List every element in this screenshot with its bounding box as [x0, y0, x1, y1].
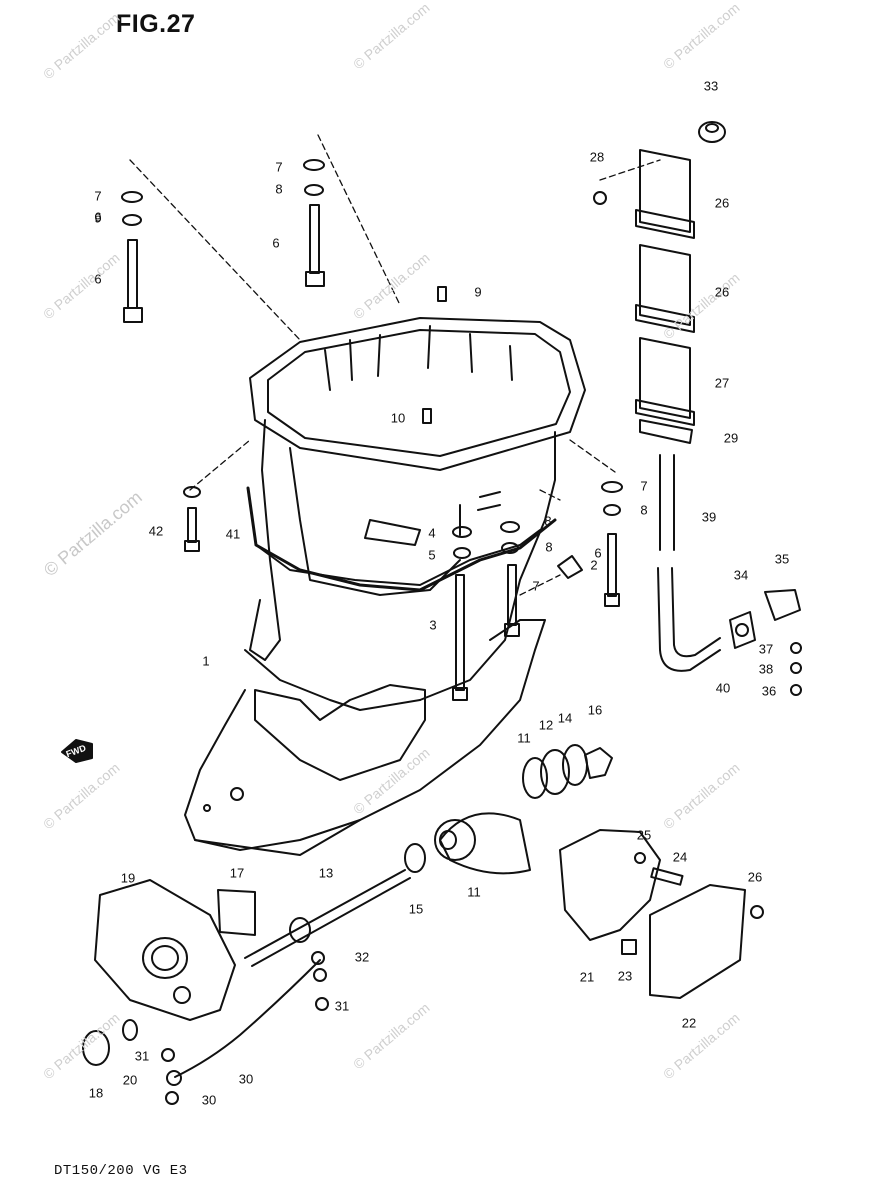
callout-label-4: 4: [428, 525, 436, 541]
callout-label-11: 11: [517, 730, 531, 746]
callout-label-18: 18: [88, 1085, 104, 1101]
callout-label-31: 31: [334, 998, 350, 1014]
callout-label-26: 26: [714, 195, 730, 211]
callout-label-42: 42: [148, 523, 164, 539]
callout-label-25: 25: [636, 827, 652, 843]
bolt-set-top: [303, 159, 325, 287]
water-inlet-plates: [635, 149, 695, 444]
callout-label-36: 36: [761, 683, 777, 699]
callout-label-9: 9: [94, 210, 102, 226]
callout-label-38: 38: [758, 661, 774, 677]
callout-label-26: 26: [714, 284, 730, 300]
callout-label-8: 8: [275, 181, 283, 197]
callout-label-2: 2: [590, 557, 598, 573]
callout-label-7: 7: [640, 478, 648, 494]
callout-label-5: 5: [428, 547, 436, 563]
callout-label-22: 22: [681, 1015, 697, 1031]
callout-label-10: 10: [390, 410, 406, 426]
bolt-set-left: [121, 191, 143, 323]
callout-label-24: 24: [672, 849, 688, 865]
callout-label-6: 6: [94, 271, 102, 287]
callout-label-21: 21: [579, 969, 595, 985]
callout-label-39: 39: [701, 509, 717, 525]
callout-label-7: 7: [532, 578, 540, 594]
callout-label-6: 6: [272, 235, 280, 251]
callout-label-28: 28: [589, 149, 605, 165]
callout-label-30: 30: [238, 1071, 254, 1087]
callout-label-37: 37: [758, 641, 774, 657]
callout-label-9: 9: [474, 284, 482, 300]
callout-label-29: 29: [723, 430, 739, 446]
callout-label-20: 20: [122, 1072, 138, 1088]
callout-label-31: 31: [134, 1048, 150, 1064]
callout-label-40: 40: [715, 680, 731, 696]
callout-label-35: 35: [774, 551, 790, 567]
callout-label-14: 14: [557, 710, 573, 726]
callout-label-3: 3: [429, 617, 437, 633]
callout-label-7: 7: [94, 188, 102, 204]
figure-title: FIG.27: [116, 10, 196, 38]
callout-label-13: 13: [318, 865, 334, 881]
callout-label-27: 27: [714, 375, 730, 391]
callout-label-15: 15: [408, 901, 424, 917]
bracket-20: [559, 829, 661, 941]
callout-label-12: 12: [538, 717, 554, 733]
callout-label-30: 30: [201, 1092, 217, 1108]
rubber-mount-10: [434, 812, 531, 875]
callout-label-6: 6: [94, 209, 102, 225]
drive-shaft-housing: [184, 317, 586, 856]
callout-label-11: 11: [467, 884, 481, 900]
callout-label-8: 8: [545, 539, 553, 555]
callout-label-16: 16: [587, 702, 603, 718]
callout-label-23: 23: [617, 968, 633, 984]
callout-label-32: 32: [354, 949, 370, 965]
callout-label-7: 7: [275, 159, 283, 175]
callout-label-26: 26: [747, 869, 763, 885]
callout-label-6: 6: [594, 545, 602, 561]
callout-label-8: 8: [544, 513, 552, 529]
callout-label-33: 33: [703, 78, 719, 94]
model-code: DT150/200 VG E3: [54, 1163, 188, 1179]
callout-label-19: 19: [120, 870, 136, 886]
callout-label-8: 8: [640, 502, 648, 518]
gasket-40: [246, 486, 557, 592]
callout-label-41: 41: [225, 526, 241, 542]
callout-label-34: 34: [733, 567, 749, 583]
lower-mount-housing-19: [94, 879, 236, 1021]
callout-label-1: 1: [202, 653, 210, 669]
cover-21: [649, 884, 746, 999]
callout-label-17: 17: [229, 865, 245, 881]
